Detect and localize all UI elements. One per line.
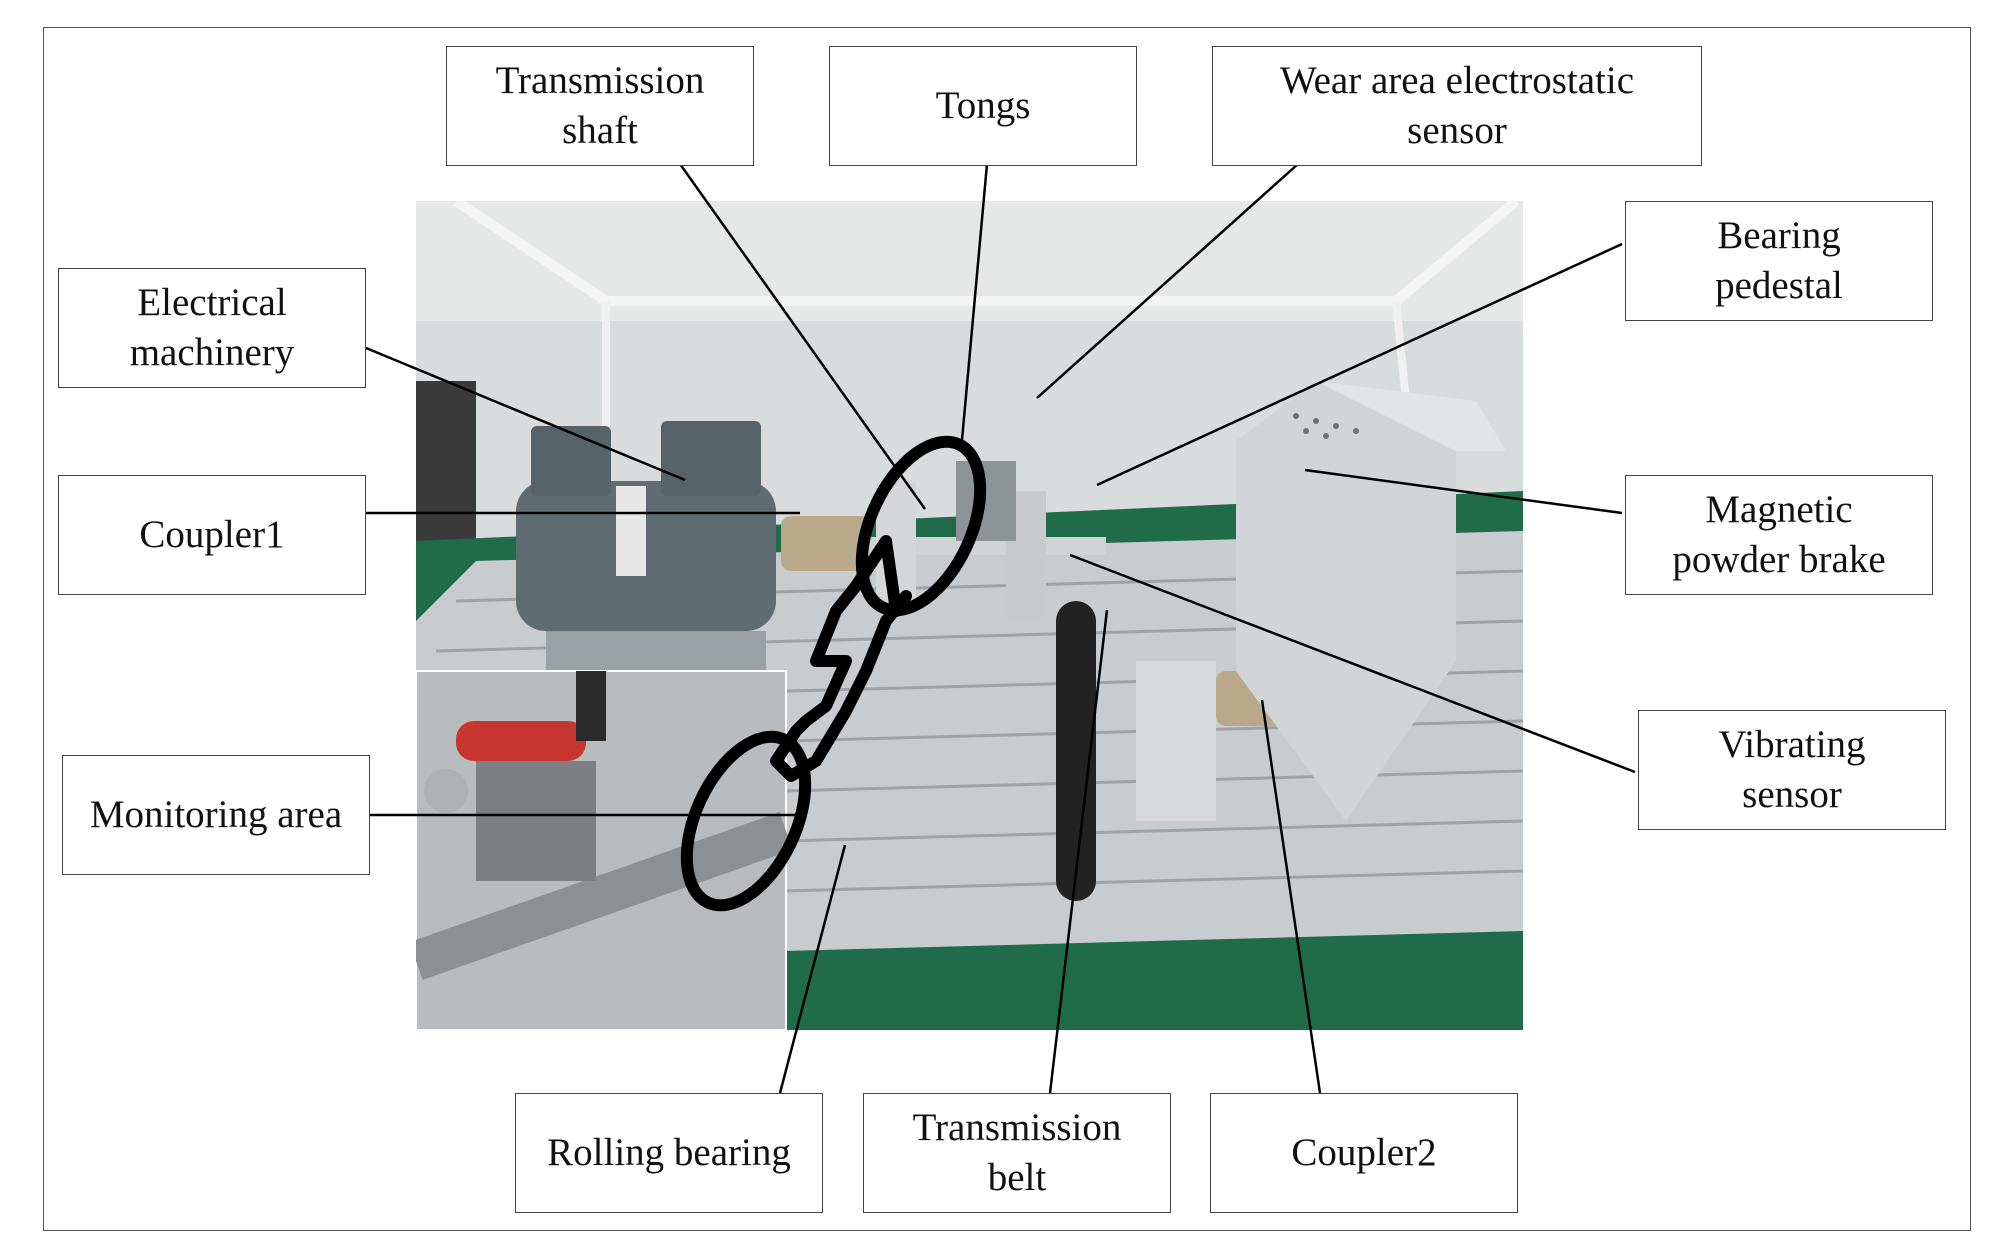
label-coupler2: Coupler2	[1210, 1093, 1518, 1213]
figure-frame	[43, 27, 1971, 1231]
test-rig-photo	[416, 201, 1523, 1030]
label-coupler1: Coupler1	[58, 475, 366, 595]
label-tongs: Tongs	[829, 46, 1137, 166]
test-rig-illustration	[416, 201, 1523, 1030]
label-monitoring-area: Monitoring area	[62, 755, 370, 875]
label-rolling-bearing: Rolling bearing	[515, 1093, 823, 1213]
